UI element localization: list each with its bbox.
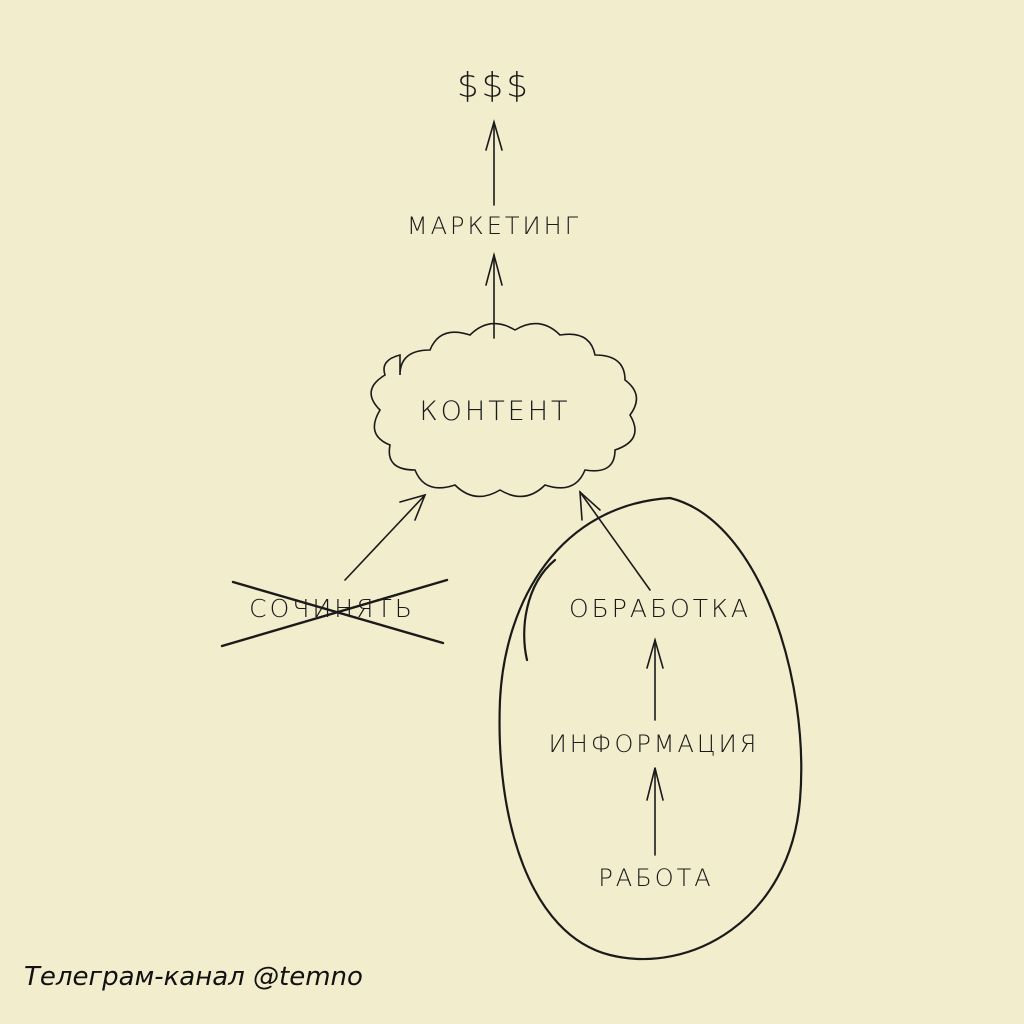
oval-enclosure [498,496,803,961]
arrow-processing-to-content [579,490,651,591]
cloud-shape [370,322,638,498]
node-information: ИНФОРМАЦИЯ [548,730,760,758]
arrow-compose-to-content [344,493,427,581]
arrow-marketing-to-money [485,119,503,206]
oval-tail [523,558,557,662]
node-money: $$$ [457,66,531,106]
arrow-content-to-marketing [485,251,503,339]
arrow-information-to-processing [646,637,664,721]
node-compose: СОЧИНЯТЬ [249,594,415,623]
arrow-work-to-information [646,767,664,856]
cross-out-mark [220,578,449,648]
node-marketing: МАРКЕТИНГ [406,212,582,240]
node-work: РАБОТА [598,864,714,892]
node-processing: ОБРАБОТКА [568,594,752,623]
node-content: КОНТЕНТ [419,396,571,427]
telegram-channel-caption: Телеграм-канал @temno [24,962,363,992]
